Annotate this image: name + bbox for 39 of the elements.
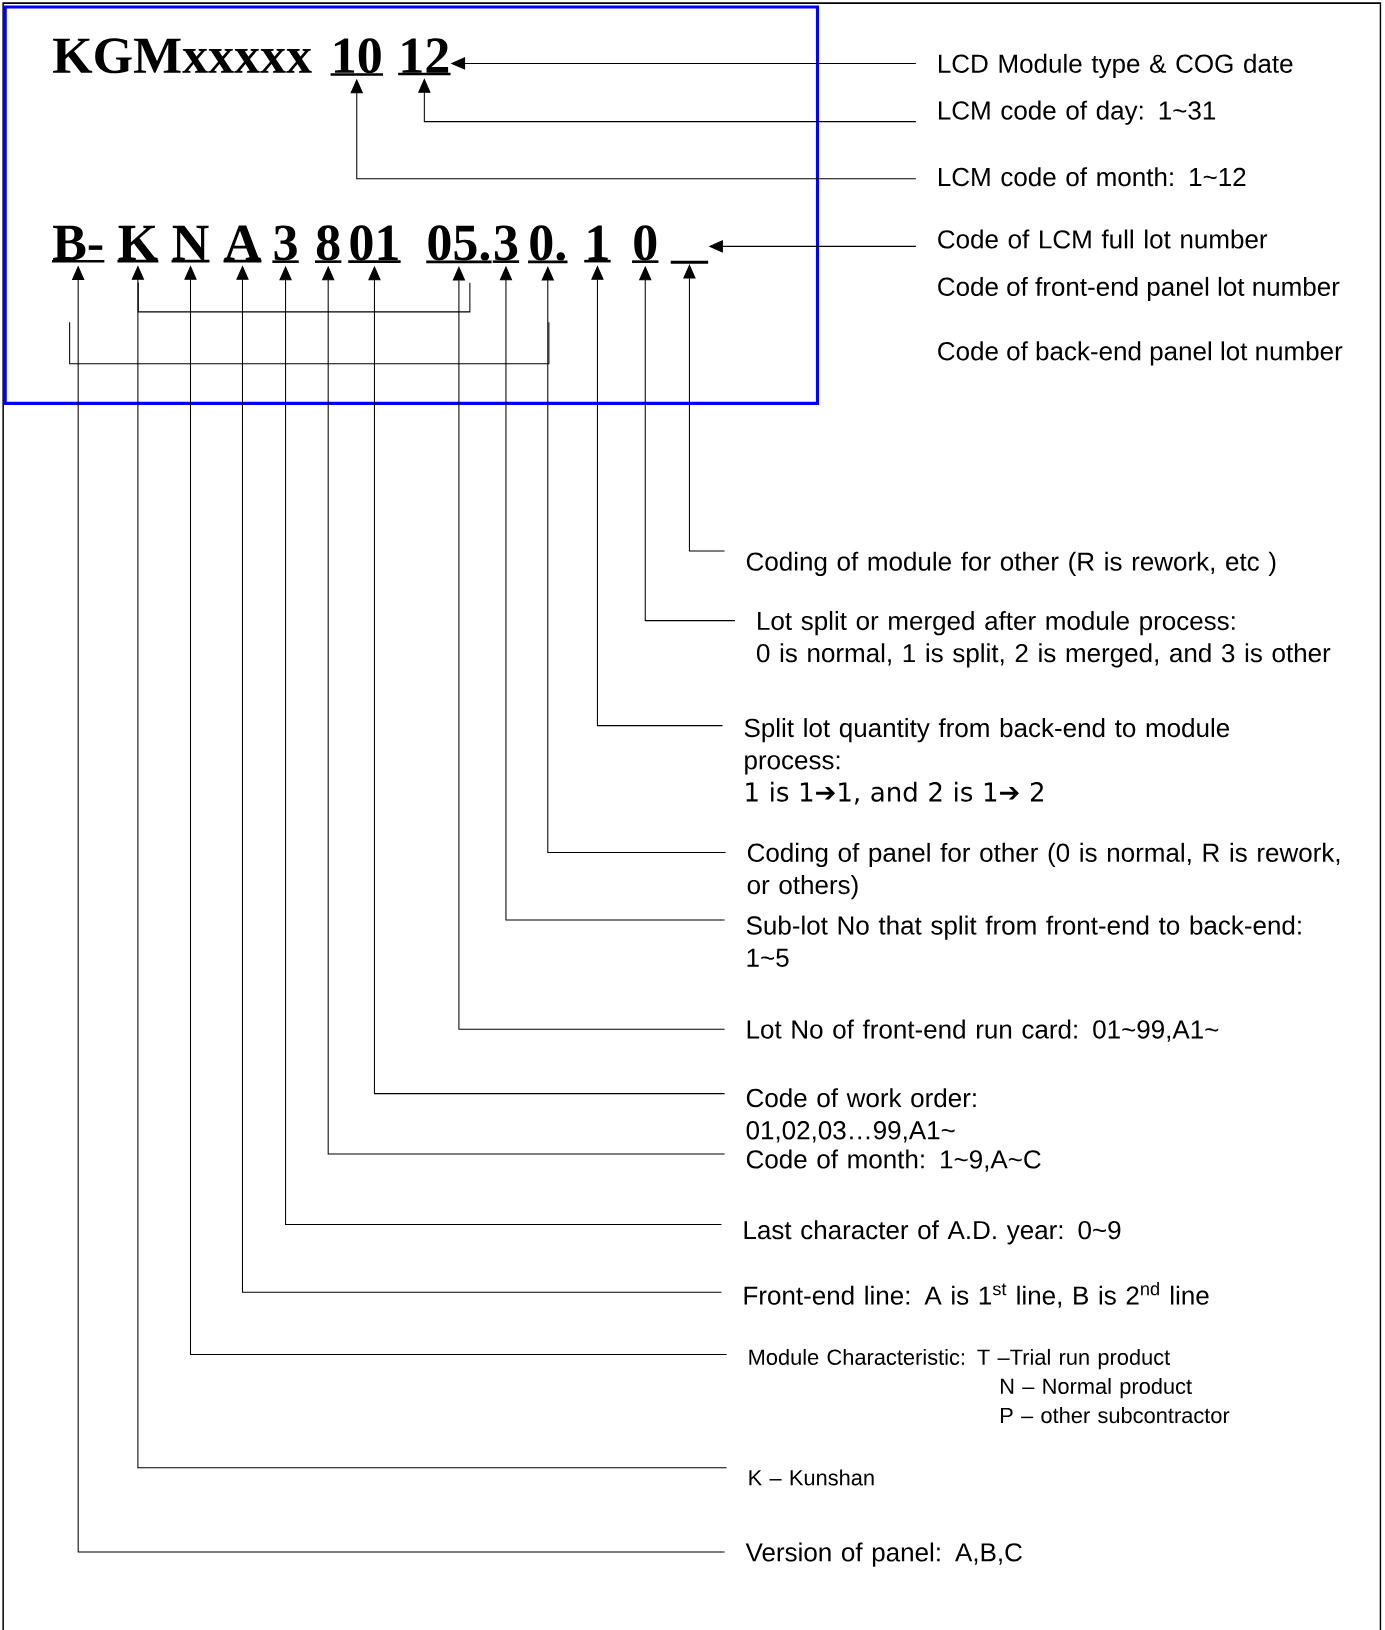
code-character: 3	[272, 225, 299, 263]
description-text: LCD Module type & COG date	[939, 53, 1293, 79]
description-text: Code of LCM full lot number	[938, 229, 1268, 249]
description-text: Split lot quantity from back-end to module process: 1 is 1➔1, and 2 is 1➔ 2	[744, 718, 1230, 805]
code-character: 10	[330, 38, 384, 76]
note-text: Code of back-end panel lot number	[938, 341, 1343, 366]
code-character: N	[171, 225, 210, 263]
code-character: KGMxxxxx	[53, 38, 312, 74]
code-character: 0.	[528, 225, 568, 264]
code-character: 3	[492, 225, 520, 263]
description-text: Coding of panel for other (0 is normal, R is rework, or others)	[747, 842, 1340, 900]
note-text: Code of front-end panel lot number	[938, 276, 1340, 302]
description-text: K – Kunshan	[749, 1469, 874, 1486]
code-character: 12	[398, 38, 451, 76]
code-character: K	[117, 225, 159, 263]
description-text: Code of work order: 01,02,03…99,A1~	[746, 1088, 976, 1143]
code-character: B-	[52, 225, 105, 263]
description-text: Sub-lot No that split from front-end to back-end: 1~5	[746, 915, 1301, 967]
description-text: Lot split or merged after module process: 0 is normal, 1 is split, 2 is merged, and 3 is other	[757, 611, 1331, 668]
code-character: 1	[584, 225, 611, 263]
description-text: Code of month: 1~9,A~C	[747, 1149, 1041, 1172]
description-text: Module Characteristic: T –Trial run product N – Normal product P – other subcontractor	[749, 1348, 1230, 1424]
underline-blank	[670, 260, 709, 264]
description-text: Lot No of front-end run card: 01~99,A1~	[747, 1019, 1219, 1042]
code-character: 05.	[426, 225, 492, 264]
description-text: Version of panel: A,B,C	[745, 1542, 1023, 1567]
description-text: LCM code of day: 1~31	[939, 100, 1216, 125]
code-character: A	[223, 225, 262, 263]
code-character: 01	[348, 225, 401, 263]
outline-box	[3, 5, 820, 405]
code-character: 8	[315, 225, 342, 263]
leader-arrow	[452, 266, 726, 1030]
description-text: Coding of module for other (R is rework, etc )	[747, 551, 1276, 576]
leader-arrow	[683, 264, 726, 552]
code-character: 0	[632, 225, 659, 263]
description-text: Front-end line: A is 1$^{st}$ line, B is 2$^{nd}$ line	[744, 1281, 1209, 1308]
description-text: Last character of A.D. year: 0~9	[744, 1220, 1121, 1245]
description-text: LCM code of month: 1~12	[939, 167, 1246, 187]
leader-arrow	[541, 266, 727, 853]
